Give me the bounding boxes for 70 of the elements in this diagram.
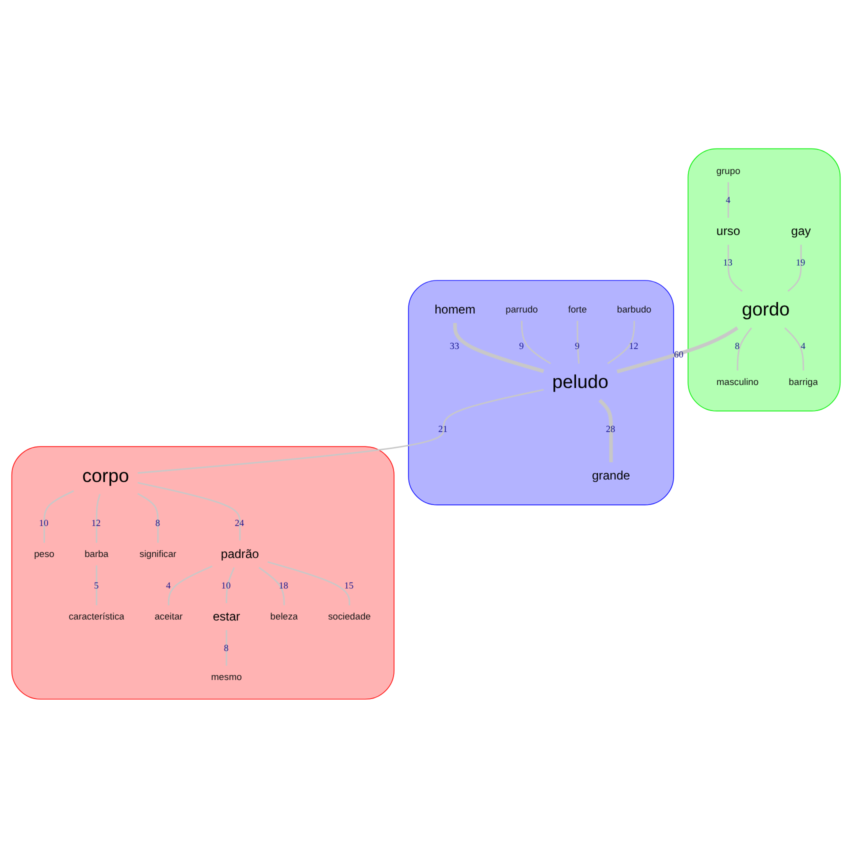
edge-label: 4 [166, 580, 171, 591]
node-text: significar [140, 548, 176, 560]
connector [96, 494, 101, 543]
edge-label: 21 [438, 423, 448, 434]
connector [607, 320, 635, 364]
edge-label: 10 [221, 580, 231, 591]
node-text: barriga [788, 376, 818, 388]
node-text: mesmo [211, 672, 242, 682]
connector [728, 244, 743, 292]
edge-label: 5 [94, 580, 99, 591]
node-text: peludo [552, 370, 608, 392]
connector [788, 244, 802, 292]
connector [521, 320, 551, 364]
edge-label: 12 [628, 340, 638, 351]
cluster [688, 148, 841, 412]
node-text: estar [212, 610, 240, 624]
node-text: parrudo [506, 304, 538, 315]
node-text: barba [84, 548, 109, 560]
connector [226, 630, 228, 666]
edge-label: 33 [450, 340, 460, 351]
node-text: padrão [220, 547, 259, 561]
node-text: beleza [270, 611, 298, 622]
edge-label: 8 [224, 642, 229, 654]
edge-label: 18 [278, 580, 288, 591]
node-text: forte [568, 304, 587, 315]
connector [453, 323, 544, 374]
connector [616, 326, 738, 374]
node-text: característica [68, 611, 124, 622]
connector [736, 328, 752, 371]
edge-label: 4 [800, 340, 806, 351]
node-text: grande [592, 468, 630, 482]
connector [96, 565, 98, 606]
edge-label: 10 [39, 517, 48, 528]
edge-label: 4 [726, 194, 730, 206]
connector [138, 389, 544, 474]
node-text: masculino [716, 376, 759, 388]
connector [258, 566, 285, 606]
connector [728, 182, 730, 218]
connector [137, 493, 159, 543]
edge-label: 19 [796, 257, 806, 268]
connector [138, 482, 241, 541]
node-text: sociedade [328, 611, 371, 622]
edge-label: 15 [344, 580, 354, 591]
connector [598, 398, 613, 462]
edge-label: 12 [91, 517, 101, 528]
node-text: aceitar [154, 611, 183, 622]
node-text: corpo [82, 464, 130, 486]
edge-label: 9 [519, 340, 524, 351]
edge-label: 24 [234, 517, 244, 528]
connector [168, 566, 213, 606]
node-text: urso [716, 224, 740, 238]
connector [576, 320, 580, 364]
edge-label: 9 [574, 340, 580, 351]
node-text: gordo [742, 298, 790, 320]
node-text: peso [34, 548, 54, 560]
node-text: gay [791, 224, 811, 238]
cluster [408, 280, 674, 506]
edge-label: 13 [723, 257, 732, 268]
edge-label: 28 [606, 423, 616, 434]
edge-label: 60 [674, 348, 684, 360]
connector [226, 567, 235, 604]
node-text: grupo [716, 165, 740, 176]
node-text: barbudo [617, 304, 652, 315]
node-text: homem [434, 302, 476, 316]
cluster [11, 446, 394, 700]
connector [784, 327, 804, 371]
edge-label: 8 [734, 340, 740, 351]
connector [44, 490, 74, 543]
connector [267, 561, 350, 606]
edge-label: 8 [155, 517, 160, 528]
